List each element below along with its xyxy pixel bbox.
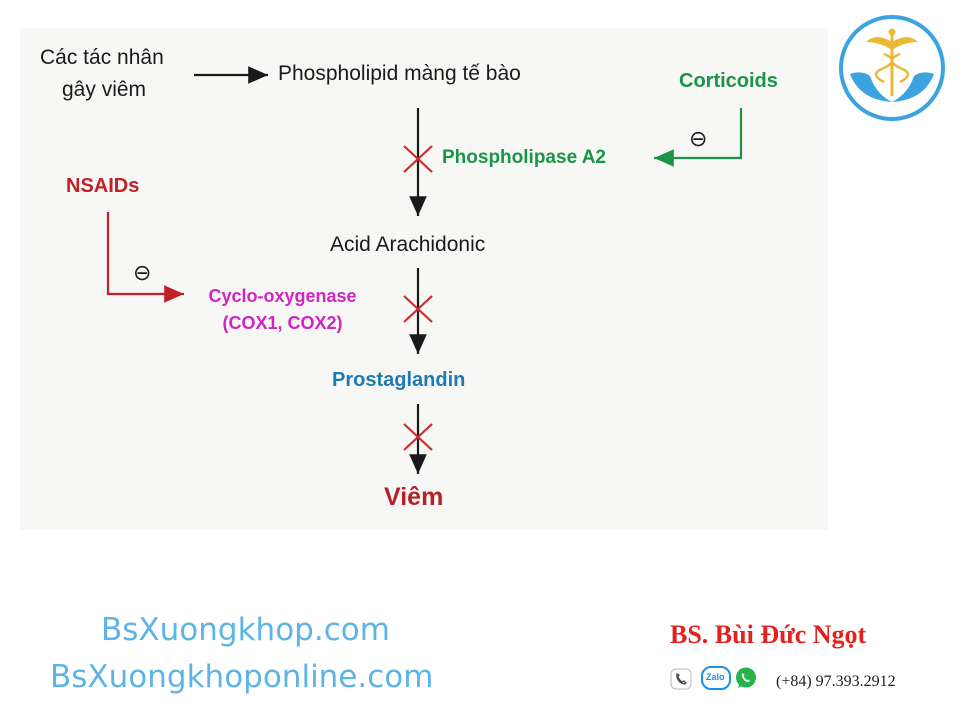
doctor-name: BS. Bùi Đức Ngọt: [670, 620, 867, 649]
phospholipid-label: Phospholipid màng tế bào: [278, 62, 521, 85]
cox-line-1: Cyclo-oxygenase: [208, 286, 357, 306]
corticoids-label: Corticoids: [679, 70, 778, 92]
diagram-panel: [20, 28, 828, 530]
cross-mark-3: [403, 423, 433, 451]
causes-line-2: gây viêm: [62, 78, 147, 101]
zalo-icon[interactable]: Zalo: [701, 666, 731, 690]
nsaids-inhibit-symbol: ⊖: [133, 260, 152, 285]
phone-icon[interactable]: [670, 668, 692, 690]
cox-line-2: (COX1, COX2): [222, 313, 343, 333]
website-link-1[interactable]: BsXuongkhop.com: [101, 612, 390, 648]
cross-mark-1: [403, 145, 433, 173]
cross-mark-2: [403, 295, 433, 323]
whatsapp-icon[interactable]: [734, 666, 758, 690]
arachidonic-label: Acid Arachidonic: [330, 233, 486, 256]
phospholipase-label: Phospholipase A2: [442, 147, 606, 168]
phone-number: (+84) 97.393.2912: [776, 673, 896, 690]
website-link-2[interactable]: BsXuongkhoponline.com: [50, 659, 434, 695]
viem-label: Viêm: [384, 483, 444, 511]
causes-line-1: Các tác nhân: [40, 46, 164, 69]
nsaids-label: NSAIDs: [66, 175, 140, 197]
corticoids-inhibit-symbol: ⊖: [689, 126, 708, 151]
caduceus-hands-icon: [839, 15, 945, 121]
prostaglandin-label: Prostaglandin: [332, 369, 466, 391]
arrow-corticoids-inhibit: [654, 108, 743, 167]
zalo-icon-label: Zalo: [706, 672, 725, 682]
arrow-nsaids-inhibit: [106, 212, 184, 303]
